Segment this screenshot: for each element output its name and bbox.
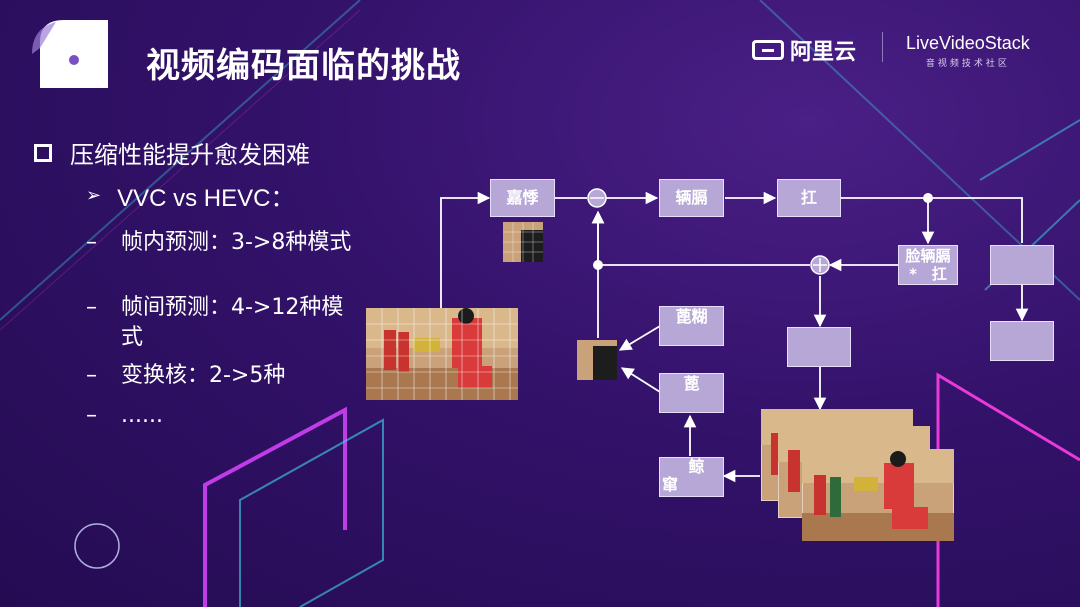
diagram-box-10-line1: 鲸	[688, 457, 705, 476]
livevideostack-text: LiveVideoStack	[906, 33, 1030, 53]
main-bullet: 压缩性能提升愈发困难	[34, 135, 310, 170]
aliyun-logo: 阿里云	[752, 34, 856, 66]
dash-marker: –	[86, 295, 97, 320]
page-title: 视频编码面临的挑战	[146, 46, 461, 86]
dash-marker: –	[86, 363, 97, 388]
logo-mark	[32, 20, 108, 88]
arrow-bullet-icon: ➢	[86, 185, 102, 205]
junction-dot	[923, 193, 933, 203]
list-item: – 变换核：2->5种	[86, 361, 361, 391]
diagram-box-10-line2: 窜	[662, 475, 679, 494]
video-frame-source	[366, 308, 518, 400]
reference-frame-1	[802, 449, 954, 541]
livevideostack-subtitle: 音视频技术社区	[925, 59, 1010, 69]
diagram-box-8: 蓖糊	[659, 306, 724, 346]
aliyun-bracket-icon	[752, 40, 784, 60]
list-item-text: 帧内预测：3->8种模式	[121, 230, 352, 255]
diagram-box-1: 嘉悸	[490, 179, 555, 217]
list-item: – 帧间预测：4->12种模式	[86, 293, 361, 353]
diagram-box-5	[990, 245, 1054, 285]
diagram-box-3: 扛	[777, 179, 841, 217]
main-bullet-text: 压缩性能提升愈发困难	[70, 141, 310, 169]
livevideostack-logo: LiveVideoStack 音视频技术社区	[906, 33, 1030, 69]
diagram-box-10: 鲸 窜	[659, 457, 724, 497]
dash-marker: –	[86, 230, 97, 255]
dash-marker: –	[86, 403, 97, 428]
list-item-text: ......	[121, 403, 163, 428]
diagram-box-4-line1: 脸辆膈	[905, 247, 951, 265]
junction-dot	[593, 260, 603, 270]
sub-bullet: ➢ VVC vs HEVC：	[86, 178, 294, 213]
block-thumbnail-1	[503, 222, 543, 262]
square-bullet-icon	[34, 143, 52, 162]
list-item-text: 帧间预测：4->12种模式	[121, 295, 344, 350]
list-item: – 帧内预测：3->8种模式	[86, 228, 361, 258]
aliyun-text: 阿里云	[790, 40, 857, 65]
diagram-box-7	[787, 327, 851, 367]
diagram-box-9: 蓖	[659, 373, 724, 413]
diagram-box-4: 脸辆膈 * 扛	[898, 245, 958, 285]
diagram-box-4-line2: * 扛	[909, 265, 947, 283]
brand-divider	[882, 32, 883, 62]
diagram-box-6	[990, 321, 1054, 361]
block-thumbnail-2	[577, 340, 617, 380]
list-item-text: 变换核：2->5种	[121, 363, 286, 388]
list-item: – ......	[86, 401, 361, 431]
diagram-box-2: 辆膈	[659, 179, 724, 217]
sub-bullet-text: VVC vs HEVC：	[117, 185, 295, 212]
